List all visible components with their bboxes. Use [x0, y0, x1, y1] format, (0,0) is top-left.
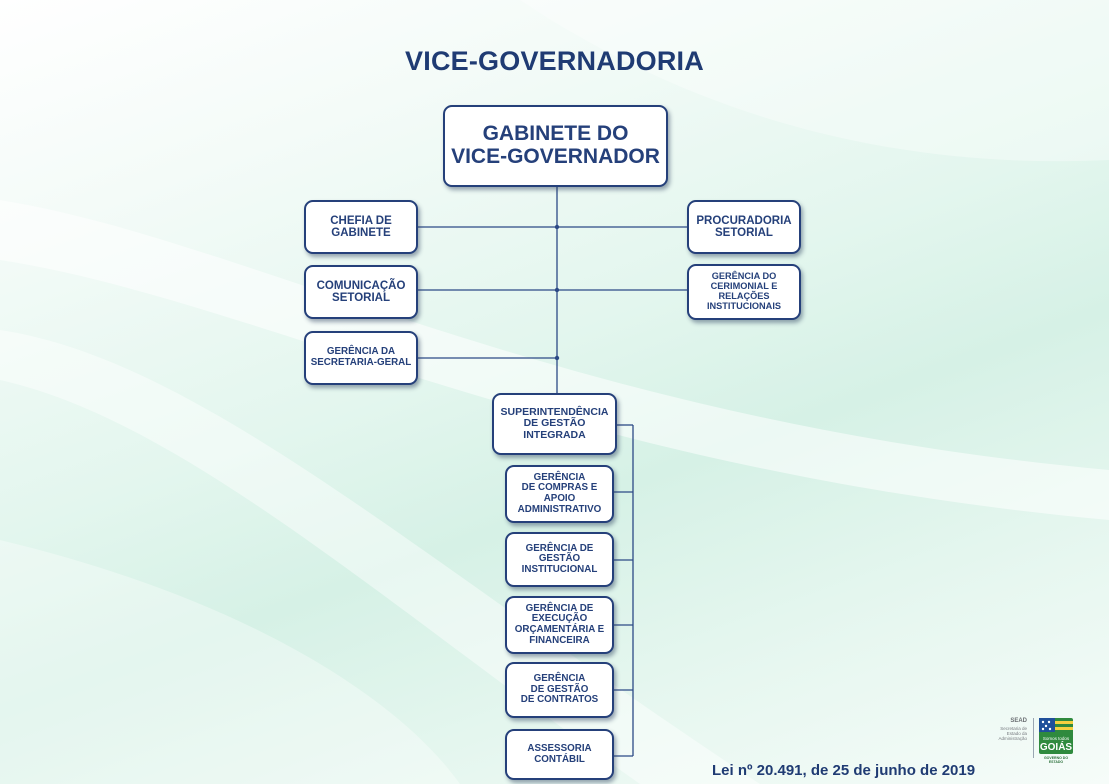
box-gerencia-de-gestao-de-contratos: GERÊNCIA DE GESTÃO DE CONTRATOS — [505, 662, 614, 718]
footer-logos: SEAD Secretaria de Estado da Administraç… — [985, 718, 1095, 774]
box-label: SUPERINTENDÊNCIA DE GESTÃO INTEGRADA — [500, 406, 609, 441]
goias-wordmark: GOIÁS — [1039, 742, 1073, 753]
box-chefia-de-gabinete: CHEFIA DE GABINETE — [304, 200, 418, 254]
box-label: GERÊNCIA DE GESTÃO DE CONTRATOS — [520, 673, 599, 706]
goias-tagline: Somos todos — [1042, 736, 1070, 741]
law-reference: Lei nº 20.491, de 25 de junho de 2019 — [712, 762, 976, 779]
box-superintendencia-de-gestao-integrada: SUPERINTENDÊNCIA DE GESTÃO INTEGRADA — [492, 393, 617, 455]
box-gerencia-do-cerimonial: GERÊNCIA DO CERIMONIAL E RELAÇÕES INSTIT… — [687, 264, 801, 320]
logo-divider — [1033, 718, 1034, 758]
goias-state-label: GOVERNO DO ESTADO — [1043, 756, 1069, 764]
goias-flag-logo-icon — [1039, 718, 1073, 754]
box-gerencia-de-execucao-orcamentaria: GERÊNCIA DE EXECUÇÃO ORÇAMENTÁRIA E FINA… — [505, 596, 614, 654]
sead-logo-title: SEAD — [1010, 718, 1027, 724]
box-label: GERÊNCIA DE GESTÃO INSTITUCIONAL — [521, 542, 598, 575]
box-gabinete-do-vice-governador: GABINETE DO VICE-GOVERNADOR — [443, 105, 668, 187]
box-label: GERÊNCIA DO CERIMONIAL E RELAÇÕES INSTIT… — [706, 271, 781, 311]
box-label: CHEFIA DE GABINETE — [330, 214, 392, 239]
box-label: GERÊNCIA DE EXECUÇÃO ORÇAMENTÁRIA E FINA… — [514, 602, 605, 646]
box-label: GABINETE DO VICE-GOVERNADOR — [451, 122, 660, 168]
sead-logo-subtitle: Secretaria de Estado da Administração — [998, 726, 1027, 742]
box-label: ASSESSORIA CONTÁBIL — [527, 742, 592, 765]
box-label: COMUNICAÇÃO SETORIAL — [316, 279, 406, 304]
box-gerencia-de-compras: GERÊNCIA DE COMPRAS E APOIO ADMINISTRATI… — [505, 465, 614, 523]
box-comunicacao-setorial: COMUNICAÇÃO SETORIAL — [304, 265, 418, 319]
box-procuradoria-setorial: PROCURADORIA SETORIAL — [687, 200, 801, 254]
page-title: VICE-GOVERNADORIA — [405, 46, 704, 76]
box-label: PROCURADORIA SETORIAL — [696, 214, 792, 239]
box-gerencia-da-secretaria-geral: GERÊNCIA DA SECRETARIA-GERAL — [304, 331, 418, 385]
box-label: GERÊNCIA DA SECRETARIA-GERAL — [310, 346, 412, 368]
box-assessoria-contabil: ASSESSORIA CONTÁBIL — [505, 729, 614, 780]
box-label: GERÊNCIA DE COMPRAS E APOIO ADMINISTRATI… — [517, 471, 602, 515]
box-gerencia-de-gestao-institucional: GERÊNCIA DE GESTÃO INSTITUCIONAL — [505, 532, 614, 587]
